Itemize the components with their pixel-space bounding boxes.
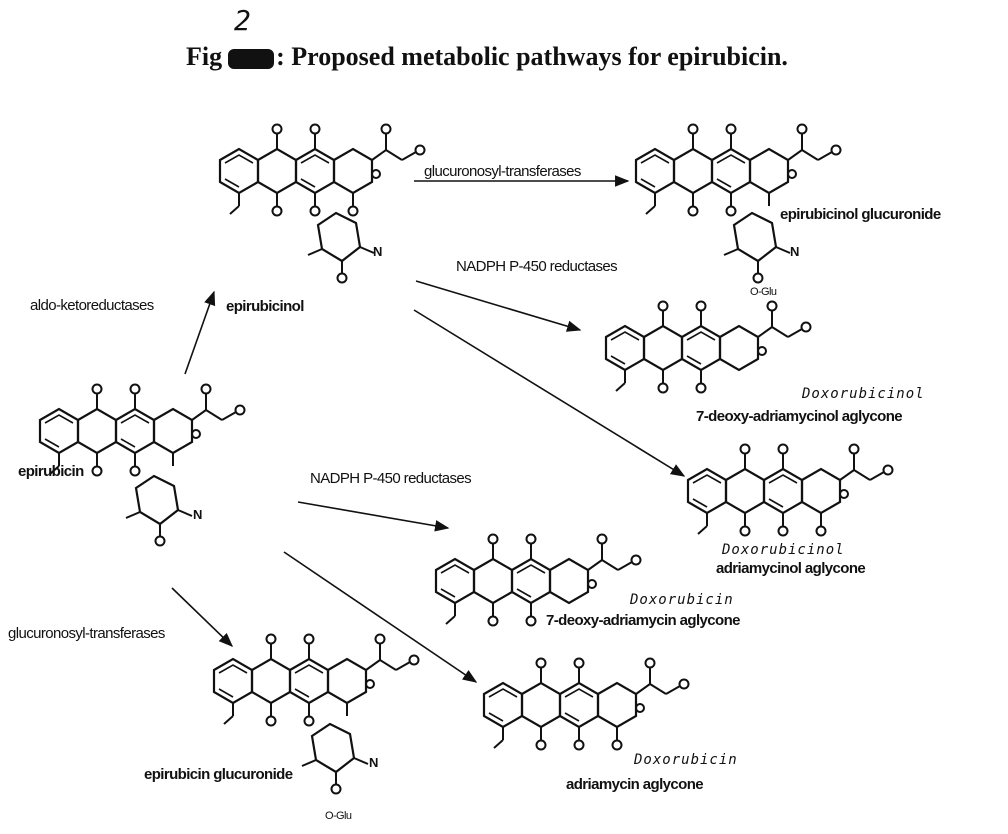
sugar-epirubicinol [306,211,376,284]
label-epirubicin: epirubicin [18,463,84,480]
enzyme-nadph-mid: NADPH P-450 reductases [310,470,472,487]
arrow-aldo-keto [184,290,216,375]
enzyme-glucuronosyl-bottom: glucuronosyl-transferases [8,625,165,642]
arrow-to-doxorubicin [283,551,478,683]
structure-doxorubicinol-aglycone [686,443,894,537]
arrow-to-doxorubicinol [413,309,686,477]
label-adriamycin-aglycone: adriamycin aglycone [566,776,704,793]
atom-n-4: N [369,755,378,770]
handwritten-doxorubicinol-1: Doxorubicinol [802,386,925,402]
arrow-glucuronidation-bottom [171,587,234,648]
sugar-epirubicinol-glucuronide [722,211,792,284]
arrow-reduction-mid [297,501,450,532]
label-epirubicin-glucuronide: epirubicin glucuronide [144,766,293,783]
handwritten-figure-number: 2 [234,4,251,37]
structure-epirubicin [38,383,246,477]
figure-title: Fig : Proposed metabolic pathways for epi… [186,42,788,72]
enzyme-glucuronosyl-top: glucuronosyl-transferases [424,163,581,180]
arrow-reduction-top [415,280,582,332]
label-deoxy-adriamycin: 7-deoxy-adriamycin aglycone [546,612,740,629]
atom-oglu-2: O-Glu [325,810,352,822]
structure-epirubicin-glucuronide [212,633,420,727]
structure-epirubicinol-glucuronide [634,123,842,217]
structure-deoxy-doxorubicinol [604,300,812,394]
sugar-epirubicin-glucuronide [300,722,370,795]
label-epirubicinol: epirubicinol [226,298,304,315]
atom-n-1: N [373,244,382,259]
handwritten-doxorubicin-2: Doxorubicin [634,752,738,768]
atom-oglu-1: O-Glu [750,286,777,298]
title-prefix: Fig [186,42,223,71]
sugar-epirubicin [124,474,194,547]
structure-doxorubicin-aglycone [482,657,690,751]
enzyme-aldo-keto: aldo-ketoreductases [30,297,154,314]
label-deoxy-adriamycinol: 7-deoxy-adriamycinol aglycone [696,408,903,425]
atom-n-2: N [790,244,799,259]
atom-n-3: N [193,507,202,522]
enzyme-nadph-top: NADPH P-450 reductases [456,258,618,275]
label-adriamycinol-aglycone: adriamycinol aglycone [716,560,866,577]
title-text: : Proposed metabolic pathways for epirub… [276,42,788,71]
redaction-blot [228,49,275,70]
structure-epirubicinol [218,123,426,217]
handwritten-doxorubicinol-2: Doxorubicinol [722,542,845,558]
label-epirubicinol-glucuronide: epirubicinol glucuronide [780,206,941,223]
handwritten-doxorubicin-1: Doxorubicin [630,592,734,608]
